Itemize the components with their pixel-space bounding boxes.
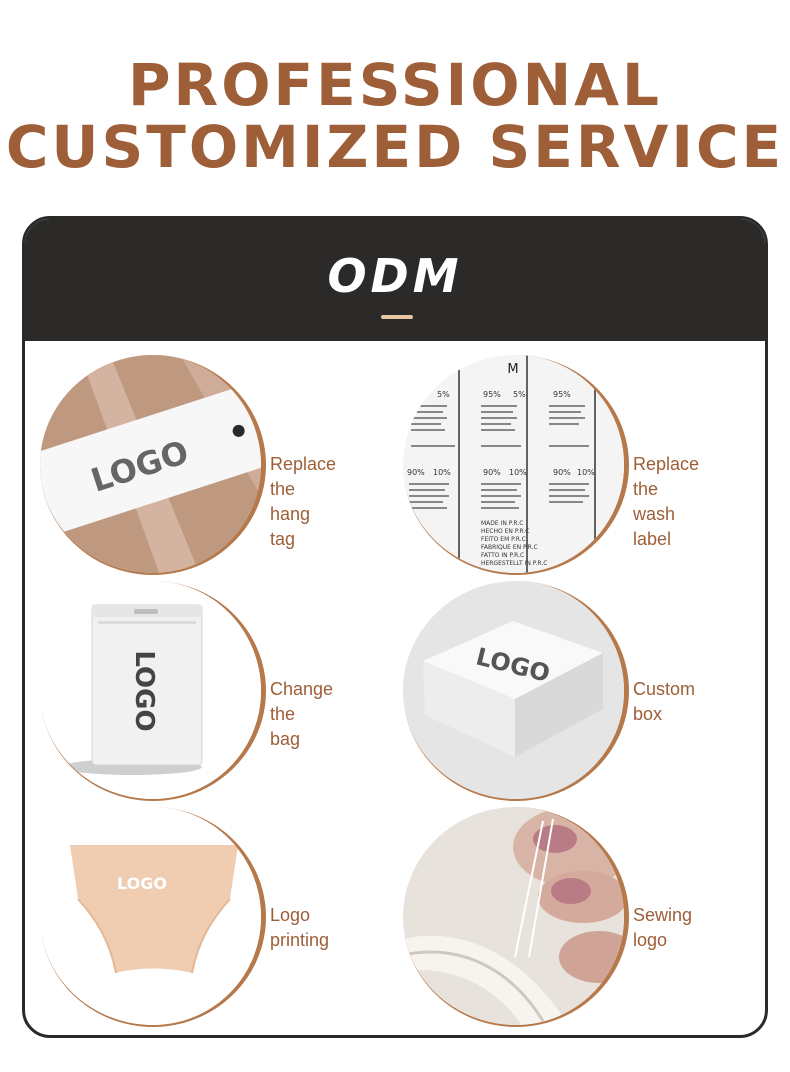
wash-made-in: HECHO EN P.R.C [481,528,529,535]
wash-pct: 10% [433,468,451,477]
label-line-1: Sewing logo [633,905,693,950]
wash-label-image: M 5% 95% 5% 95% 90% 10% 90% 10% 90% 10% [403,355,629,575]
service-label: Custom box [633,677,695,727]
wash-made-in: FABRIQUE EN P.R.C [481,544,538,551]
hang-tag-image: LOGO [40,355,266,575]
service-label: Sewing logo [633,903,692,953]
odm-card: ODM LOGO Replace the hang tag [22,216,768,1038]
label-line-1: Custom box [633,679,696,724]
wash-pct: 95% [483,390,501,399]
title-underline [381,315,413,319]
bag-logo-text: LOGO [129,650,159,731]
wash-pct: 10% [509,468,527,477]
headline-line-2: CUSTOMIZED SERVICE [5,113,785,181]
wash-made-in: MADE IN P.R.C [481,520,523,527]
label-line-1: Replace the [270,454,337,499]
wash-pct: 5% [513,390,526,399]
wash-pct: 10% [577,468,595,477]
brief-logo-text: LOGO [117,874,167,893]
label-line-1: Replace the [633,454,700,499]
wash-pct: 90% [407,468,425,477]
page-headline: PROFESSIONAL CUSTOMIZED SERVICE [0,54,790,178]
headline-line-1: PROFESSIONAL [128,51,662,119]
service-label: Logo printing [270,903,329,953]
service-label: Change the bag [270,677,333,752]
label-line-1: Change the [270,679,334,724]
wash-pct: 90% [483,468,501,477]
size-mark: M [507,362,518,377]
wash-made-in: FATTO IN P.R.C [481,552,524,559]
service-label: Replace the hang tag [270,452,336,552]
wash-pct: 90% [553,468,571,477]
wash-made-in: FEITO EM P.R.C [481,536,526,543]
wash-pct: 5% [437,390,450,399]
card-title: ODM [327,249,463,303]
label-line-2: hang tag [270,504,311,549]
service-label: Replace the wash label [633,452,699,552]
sewing-image [403,807,629,1027]
card-header: ODM [25,219,765,341]
bag-image: LOGO [40,581,266,801]
label-line-2: wash label [633,504,676,549]
wash-pct: 95% [553,390,571,399]
wash-made-in: HERGESTELLT IN P.R.C [481,560,547,567]
label-line-2: bag [270,729,301,749]
box-image: LOGO [403,581,629,801]
label-line-1: Logo printing [270,905,330,950]
brief-image: LOGO [40,807,266,1027]
